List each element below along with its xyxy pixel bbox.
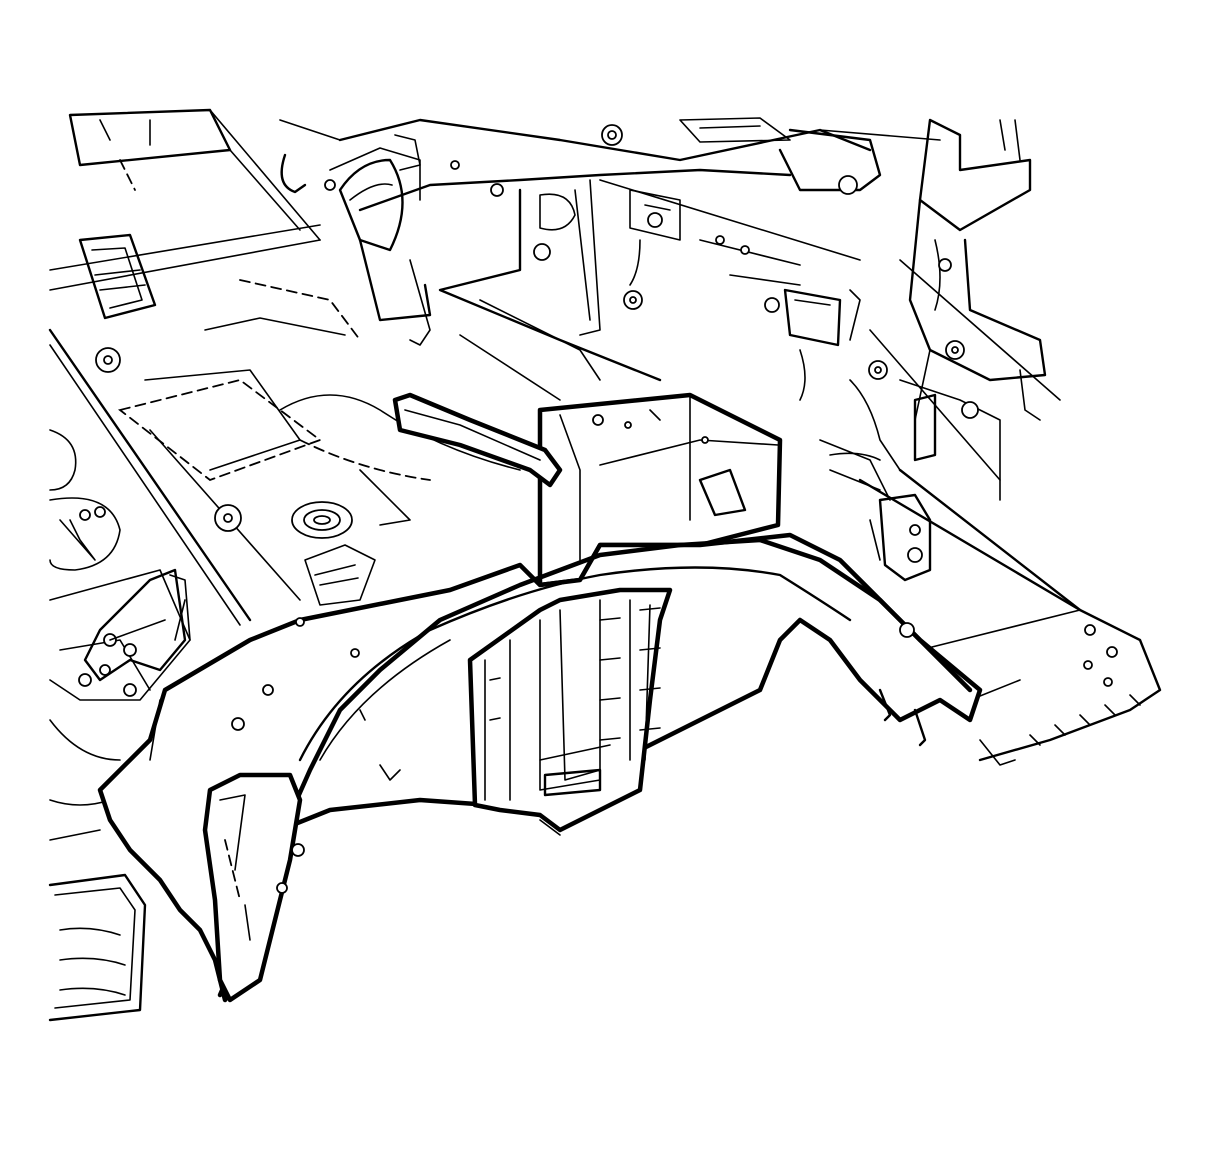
seat-mount-bracket [78, 233, 157, 320]
floor-plug-lower [214, 504, 242, 532]
right-taillamp-pocket [899, 118, 1047, 501]
rear-wheelhouse-panel [97, 392, 983, 1003]
floor-plug-upper [95, 347, 121, 373]
floor-drain-grommet [291, 501, 353, 539]
rear-upper-cross-member [68, 108, 941, 346]
rocker-panel-end [48, 829, 147, 1022]
quarter-panel-bracket [83, 568, 187, 682]
rear-floor-pan [48, 224, 521, 626]
rear-end-panel [858, 468, 1162, 766]
trunk-floor-channel [438, 179, 662, 401]
